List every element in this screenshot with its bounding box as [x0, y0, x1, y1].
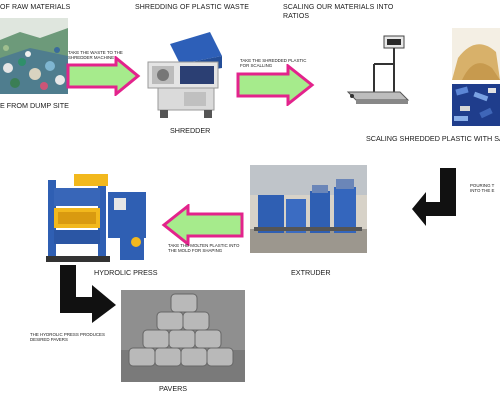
caption-pavers: PAVERS: [159, 384, 188, 393]
title-shredding: SHREDDING OF PLASTIC WASTE: [135, 4, 249, 11]
caption-scaling-sand: SCALING SHREDDED PLASTIC WITH SAN: [366, 134, 500, 143]
shredder-machine-image: [140, 28, 235, 120]
note-press-produces: THE HYDROLIC PRESS PRODUCES DESIRED PAVE…: [30, 332, 105, 342]
flow-arrow-to-pavers: [58, 263, 120, 325]
title-scaling-line2: RATIOS: [283, 13, 310, 20]
note-to-shredder: TAKE THE WASTE TO THE SHREDDER MACHINE: [68, 50, 123, 60]
title-raw-materials: OF RAW MATERIALS: [0, 4, 71, 11]
note-to-mold: TAKE THE MOLTEN PLASTIC INTO THE MOLD FO…: [168, 243, 240, 253]
weighing-scale-image: [344, 34, 410, 110]
shredded-plastic-photo: [452, 84, 500, 126]
caption-dump-site: E FROM DUMP SITE: [0, 101, 69, 110]
flow-arrow-pouring: [410, 166, 466, 228]
caption-hydrolic-press: HYDROLIC PRESS: [94, 268, 158, 277]
hydraulic-press-image: [44, 172, 154, 264]
flow-arrow-to-shredder: [66, 56, 142, 96]
dump-site-photo: [0, 18, 68, 94]
note-pouring: POURING T INTO THE E: [470, 183, 495, 193]
note-to-scale: TAKE THE SHREDDED PLASTIC FOR SCALLING: [240, 58, 307, 68]
title-scaling: SCALING OUR MATERIALS INTO: [283, 4, 394, 11]
caption-shredder: SHREDDER: [170, 126, 211, 135]
flow-arrow-to-mold: [160, 204, 244, 246]
caption-extruder: EXTRUDER: [291, 268, 331, 277]
flow-arrow-to-scale: [236, 64, 316, 106]
extruder-photo: [250, 165, 367, 253]
pavers-photo: [121, 290, 245, 382]
sand-photo: [452, 28, 500, 80]
